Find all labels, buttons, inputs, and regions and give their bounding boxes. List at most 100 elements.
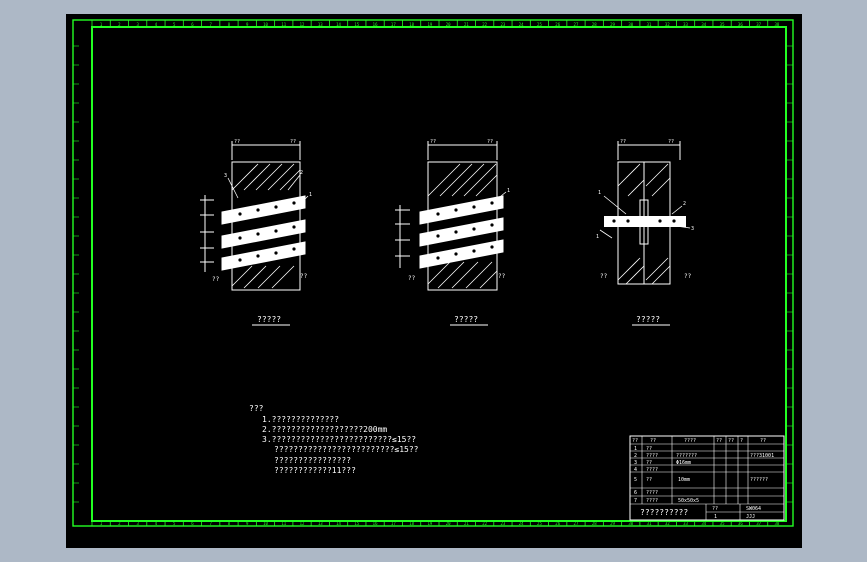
ruler-label: 12 — [300, 521, 305, 526]
row-name: 50x50x5 — [678, 498, 699, 504]
row-no: 1 — [634, 446, 637, 452]
dim-text: ?? — [487, 139, 493, 145]
ruler-label: 17 — [391, 22, 396, 27]
ruler-label: 21 — [464, 22, 469, 27]
header-cell: ?? — [632, 438, 638, 444]
ruler-label: 30 — [628, 521, 633, 526]
ruler-label: 25 — [537, 22, 542, 27]
ruler-label: 28 — [592, 22, 597, 27]
title-block-rows: 1 ?? 2 ???? ??????? ???31001 3 ?? Φ16mm … — [634, 446, 774, 504]
side-label: ?? — [300, 273, 308, 280]
ruler-label: 27 — [574, 521, 579, 526]
row-extra: ?????? — [750, 477, 768, 483]
view-caption: ????? — [454, 315, 478, 324]
ruler-label: 35 — [720, 521, 725, 526]
hatch-lower — [427, 261, 498, 289]
ruler-label: 13 — [318, 521, 323, 526]
ruler-label: 11 — [281, 521, 286, 526]
dim-text: ?? — [290, 139, 296, 145]
note-line: ?????????????????????????≤15?? — [274, 445, 419, 454]
ruler-label: 1 — [100, 22, 103, 27]
row-name: 10mm — [678, 477, 690, 483]
ruler-label: 38 — [774, 521, 779, 526]
ruler-label: 6 — [191, 521, 194, 526]
callout-label: 1 — [598, 190, 601, 196]
callout-label: 2 — [683, 201, 686, 207]
view-caption: ????? — [257, 315, 281, 324]
ruler-label: 12 — [300, 22, 305, 27]
title-block-grid — [630, 436, 784, 520]
ruler-label: 17 — [391, 521, 396, 526]
ruler-label: 3 — [136, 521, 139, 526]
ruler-label: 14 — [336, 521, 341, 526]
hatch-lower — [231, 265, 295, 289]
side-dim-ticks — [395, 209, 410, 257]
row-code: ???? — [646, 453, 658, 459]
ruler-label: 15 — [354, 22, 359, 27]
leader — [675, 225, 691, 229]
ruler-label: 37 — [756, 521, 761, 526]
leader — [227, 177, 239, 199]
side-label: ?? — [600, 273, 608, 280]
ruler-label: 19 — [427, 521, 432, 526]
ruler-label: 13 — [318, 22, 323, 27]
leader — [287, 174, 301, 191]
note-line: 2.???????????????????200mm — [262, 425, 387, 434]
ruler-label: 28 — [592, 521, 597, 526]
row-code: ?? — [646, 460, 652, 466]
ruler-label: 8 — [228, 22, 231, 27]
side-dim-ticks — [200, 199, 214, 263]
title-block-frame — [629, 435, 785, 521]
ruler-label: 34 — [701, 521, 706, 526]
meta-value: SW064 — [746, 506, 761, 512]
ruler-label: 34 — [701, 22, 706, 27]
side-label: ?? — [212, 276, 220, 283]
ruler-label: 22 — [482, 521, 487, 526]
note-line: ???????????????? — [274, 456, 351, 465]
header-cell: ?? — [728, 438, 734, 444]
meta-label: ?? — [712, 506, 718, 512]
ruler-label: 4 — [155, 521, 158, 526]
ruler-label: 2 — [118, 521, 121, 526]
leader — [599, 229, 613, 239]
drawing-canvas[interactable] — [66, 14, 802, 548]
ruler-label: 38 — [774, 22, 779, 27]
ruler-label: 9 — [246, 521, 249, 526]
section-view-1: ?? ?? 3 2 1 ?? — [200, 139, 312, 326]
seal-plate — [604, 216, 686, 227]
row-code: ???? — [646, 490, 658, 496]
hatch-lower — [617, 257, 671, 285]
row-no: 2 — [634, 453, 637, 459]
ruler-label: 36 — [738, 521, 743, 526]
ruler-label: 21 — [464, 521, 469, 526]
ruler-label: 29 — [610, 22, 615, 27]
ruler-label: 3 — [136, 22, 139, 27]
note-line: ????????????11??? — [274, 466, 356, 475]
hatch-upper — [617, 163, 671, 197]
row-no: 4 — [634, 467, 637, 473]
callout-label: 3 — [691, 226, 694, 232]
outer-border — [72, 19, 794, 527]
ruler-label: 10 — [263, 22, 268, 27]
seal-dots — [612, 219, 676, 223]
ruler-label: 33 — [683, 22, 688, 27]
row-no: 6 — [634, 490, 637, 496]
ruler-label: 1 — [100, 521, 103, 526]
row-name: Φ16mm — [676, 460, 691, 466]
ruler-label: 24 — [519, 521, 524, 526]
row-no: 3 — [634, 460, 637, 466]
row-no: 5 — [634, 477, 637, 483]
ruler-label: 35 — [720, 22, 725, 27]
side-label: ?? — [498, 273, 506, 280]
header-cell: ???? — [684, 438, 696, 444]
drawing-title: ?????????? — [640, 508, 688, 517]
ruler-label: 2 — [118, 22, 121, 27]
callout-label: 1 — [596, 234, 599, 240]
pipe-stub — [639, 199, 649, 245]
dim-text: ?? — [620, 139, 626, 145]
row-code: ?? — [646, 446, 652, 452]
callout-label: 3 — [224, 173, 227, 179]
ruler-label: 20 — [446, 22, 451, 27]
ruler-label: 32 — [665, 22, 670, 27]
